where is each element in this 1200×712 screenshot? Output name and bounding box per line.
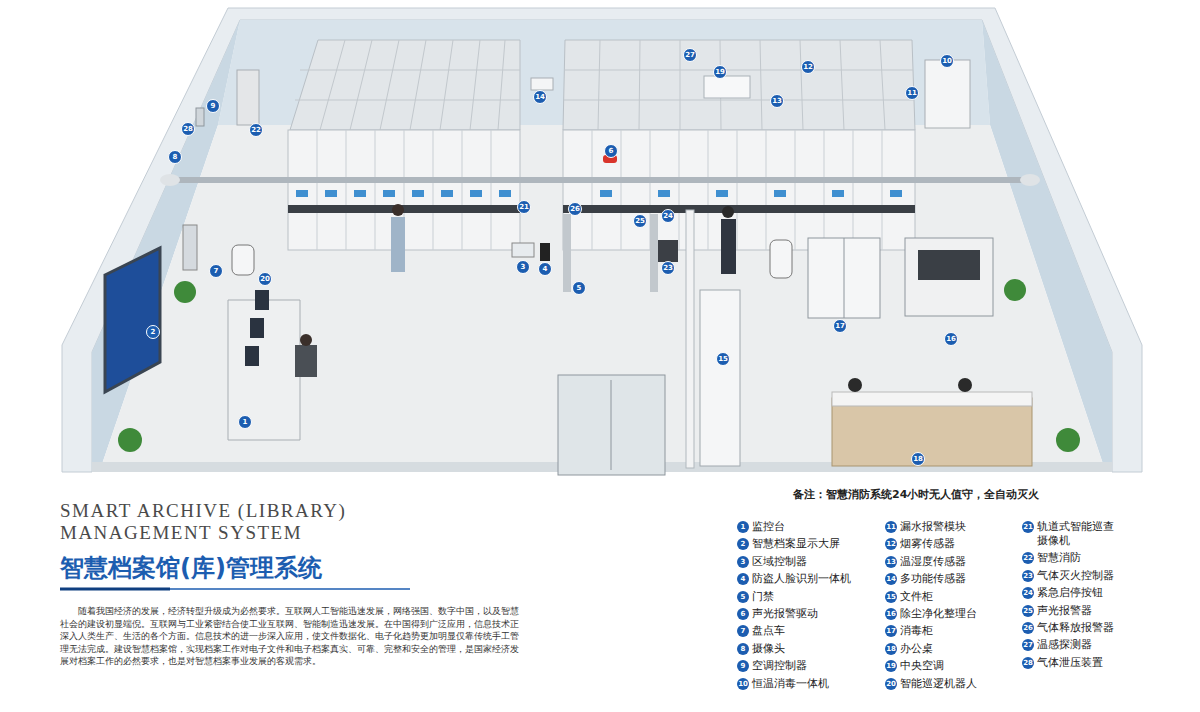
list-item: 轨道式智能巡查摄像机 — [1037, 520, 1119, 548]
callout-number: 27 — [683, 48, 697, 62]
callout-number: 15 — [716, 352, 730, 366]
english-heading: SMART ARCHIVE (LIBRARY) MANAGEMENT SYSTE… — [60, 500, 390, 544]
list-item: 消毒柜 — [900, 624, 933, 638]
callout-number: 12 — [801, 60, 815, 74]
callout-number: 7 — [209, 264, 223, 278]
list-item: 门禁 — [752, 590, 774, 604]
list-number: 12 — [885, 538, 897, 550]
list-number: 9 — [737, 660, 749, 672]
callout-number: 11 — [905, 86, 919, 100]
list-number: 27 — [1022, 639, 1034, 651]
list-number: 25 — [1022, 605, 1034, 617]
list-number: 6 — [737, 608, 749, 620]
list-number: 14 — [885, 573, 897, 585]
list-number: 19 — [885, 660, 897, 672]
list-item: 气体灭火控制器 — [1037, 569, 1114, 583]
callout-number: 18 — [911, 452, 925, 466]
list-number: 20 — [885, 678, 897, 690]
list-item: 温感探测器 — [1037, 638, 1092, 652]
list-item: 除尘净化整理台 — [900, 607, 977, 621]
list-item: 办公桌 — [900, 642, 933, 656]
list-number: 22 — [1022, 552, 1034, 564]
callout-number: 19 — [713, 65, 727, 79]
list-item: 盘点车 — [752, 624, 785, 638]
callout-number: 17 — [833, 319, 847, 333]
callout-number: 13 — [770, 94, 784, 108]
list-number: 26 — [1022, 622, 1034, 634]
list-item: 声光报警驱动 — [752, 607, 818, 621]
list-number: 7 — [737, 625, 749, 637]
list-item: 智慧档案显示大屏 — [752, 537, 840, 551]
list-number: 3 — [737, 556, 749, 568]
callout-number: 8 — [168, 150, 182, 164]
list-item: 智慧消防 — [1037, 551, 1081, 565]
callout-number: 2 — [146, 325, 160, 339]
callout-number: 25 — [633, 214, 647, 228]
note: 备注：智慧消防系统24小时无人值守，全自动灭火 — [793, 487, 1039, 502]
list-item: 空调控制器 — [752, 659, 807, 673]
list-number: 23 — [1022, 570, 1034, 582]
callout-number: 21 — [517, 200, 531, 214]
list-item: 恒温消毒一体机 — [752, 677, 829, 691]
list-item: 中央空调 — [900, 659, 944, 673]
list-item: 摄像头 — [752, 642, 785, 656]
callout-number: 5 — [572, 281, 586, 295]
list-item: 气体释放报警器 — [1037, 621, 1114, 635]
callout-number: 24 — [661, 209, 675, 223]
description-paragraph: 随着我国经济的发展，经济转型升级成为必然要求。互联网人工智能迅速发展，网络强国、… — [60, 605, 522, 668]
list-number: 18 — [885, 643, 897, 655]
list-item: 智能巡逻机器人 — [900, 677, 977, 691]
list-number: 8 — [737, 643, 749, 655]
callout-number: 16 — [944, 332, 958, 346]
list-item: 监控台 — [752, 520, 785, 534]
callout-number: 1 — [238, 415, 252, 429]
list-item: 区域控制器 — [752, 555, 807, 569]
list-number: 13 — [885, 556, 897, 568]
list-number: 11 — [885, 521, 897, 533]
list-item: 多功能传感器 — [900, 572, 966, 586]
list-number: 1 — [737, 521, 749, 533]
list-number: 4 — [737, 573, 749, 585]
list-number: 2 — [737, 538, 749, 550]
list-item: 紧急启停按钮 — [1037, 586, 1103, 600]
list-item: 烟雾传感器 — [900, 537, 955, 551]
list-number: 16 — [885, 608, 897, 620]
callout-number: 3 — [516, 260, 530, 274]
list-item: 声光报警器 — [1037, 604, 1092, 618]
callout-number: 6 — [604, 144, 618, 158]
list-number: 17 — [885, 625, 897, 637]
list-number: 24 — [1022, 587, 1034, 599]
title: 智慧档案馆(库)管理系统 — [60, 553, 322, 583]
list-item: 漏水报警模块 — [900, 520, 966, 534]
list-number: 5 — [737, 591, 749, 603]
list-item: 文件柜 — [900, 590, 933, 604]
list-item: 气体泄压装置 — [1037, 656, 1103, 670]
callout-number: 28 — [181, 122, 195, 136]
callout-number: 22 — [249, 123, 263, 137]
list-number: 10 — [737, 678, 749, 690]
callout-number: 23 — [661, 261, 675, 275]
callout-number: 10 — [940, 54, 954, 68]
callout-number: 14 — [533, 90, 547, 104]
list-number: 15 — [885, 591, 897, 603]
callout-number: 9 — [206, 99, 220, 113]
callout-number: 26 — [568, 202, 582, 216]
callout-number: 20 — [258, 272, 272, 286]
list-number: 21 — [1022, 521, 1034, 533]
list-number: 28 — [1022, 657, 1034, 669]
list-item: 温湿度传感器 — [900, 555, 966, 569]
callout-number: 4 — [538, 262, 552, 276]
list-item: 防盗人脸识别一体机 — [752, 572, 851, 586]
